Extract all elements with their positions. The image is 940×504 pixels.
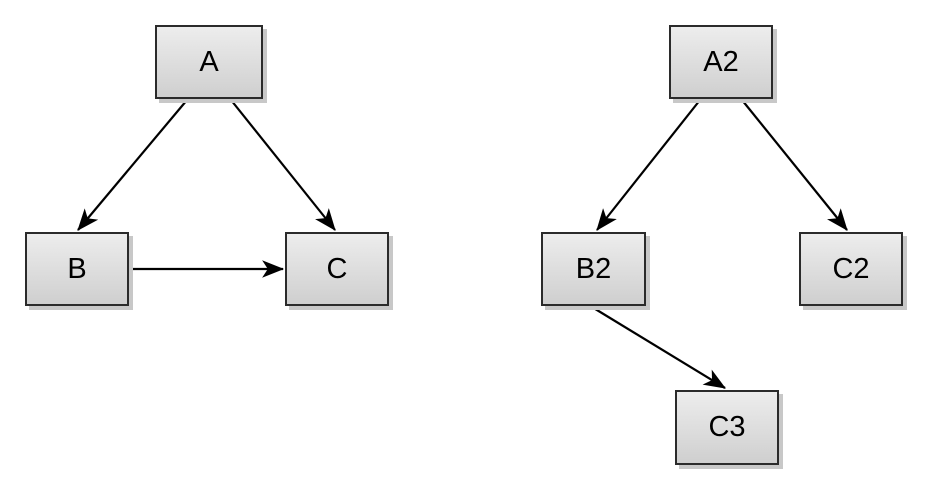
edge-a2-to-c2 [741,99,848,231]
node-c3[interactable]: C3 [675,390,779,465]
node-label-c2: C2 [832,252,870,285]
node-label-a2: A2 [703,45,739,78]
node-label-b: B [67,252,87,285]
node-label-a: A [199,45,219,78]
edge-a2-to-b2 [596,99,701,231]
node-label-b2: B2 [575,252,612,285]
node-label-c3: C3 [708,411,746,443]
node-a2[interactable]: A2 [669,25,773,99]
node-a[interactable]: A [155,25,263,99]
edges-group [77,99,848,389]
node-b[interactable]: B [25,232,129,306]
edge-a-to-b [77,99,188,231]
edge-b2-to-c3 [591,306,726,389]
node-label-c: C [326,252,348,285]
node-c[interactable]: C [285,232,389,306]
edge-a-to-c [230,99,336,231]
node-b2[interactable]: B2 [541,232,646,306]
node-c2[interactable]: C2 [799,232,903,306]
